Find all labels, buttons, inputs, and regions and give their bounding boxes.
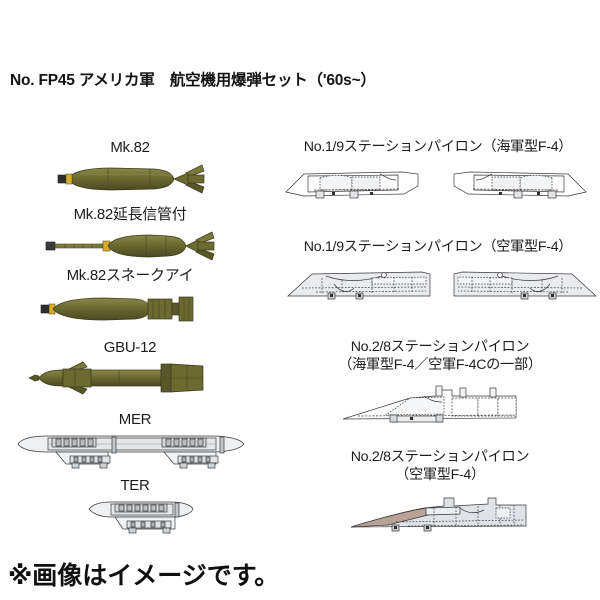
art-rack-mer — [12, 430, 250, 472]
label-pylon-1-9-navy: No.1/9ステーションパイロン（海軍型F-4） — [303, 139, 573, 155]
art-pylon-2-8-af — [348, 492, 534, 538]
art-pylon-1-9-af-right — [452, 266, 598, 308]
label-ter: TER — [120, 477, 150, 494]
art-pylon-2-8-navy — [340, 382, 530, 428]
label-pylon-2-8-af-line2: （空軍型F-4） — [395, 467, 485, 483]
disclaimer-note: ※画像はイメージです。 — [8, 562, 280, 590]
art-pylon-1-9-navy-right — [452, 166, 588, 206]
label-mk82: Mk.82 — [110, 139, 150, 156]
label-mk82-fuze-extender: Mk.82延長信管付 — [73, 206, 187, 223]
art-bomb-mk82-snakeye — [35, 292, 205, 326]
label-pylon-1-9-af: No.1/9ステーションパイロン（空軍型F-4） — [303, 239, 573, 255]
art-rack-ter — [85, 496, 197, 536]
label-mk82-snakeye: Mk.82スネークアイ — [66, 267, 194, 284]
art-bomb-gbu12 — [25, 358, 215, 398]
label-gbu12: GBU-12 — [103, 339, 157, 356]
label-pylon-2-8-navy-line2: （海軍型F-4／空軍F-4Cの一部） — [338, 357, 542, 373]
page-title: No. FP45 アメリカ軍 航空機用爆弾セット（'60s~） — [10, 72, 376, 89]
label-mer: MER — [118, 411, 152, 428]
label-pylon-2-8-navy-line1: No.2/8ステーションパイロン — [350, 339, 530, 355]
art-bomb-mk82 — [50, 163, 210, 195]
art-bomb-mk82-fuze-extender — [40, 230, 220, 262]
art-pylon-1-9-af-left — [286, 266, 432, 308]
art-pylon-1-9-navy-left — [284, 166, 420, 206]
label-pylon-2-8-af-line1: No.2/8ステーションパイロン — [350, 449, 530, 465]
